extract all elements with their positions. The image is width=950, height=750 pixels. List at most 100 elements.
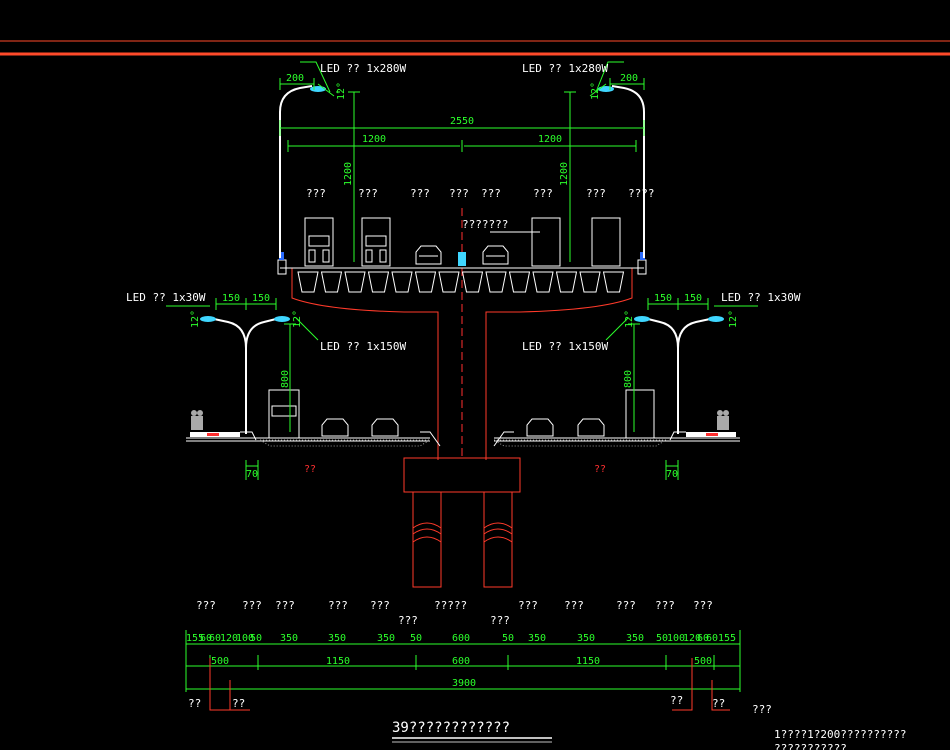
dim-row1-value: 50 xyxy=(250,633,262,644)
dim-row2-value: 600 xyxy=(452,656,470,667)
dim-row2-value: 1150 xyxy=(576,656,600,667)
bottom-label: ??? xyxy=(370,599,390,612)
reflector-left xyxy=(279,252,284,260)
dim-upper-overall: 2550 xyxy=(450,116,474,127)
lane-label: ???? xyxy=(628,187,655,200)
notes-line-1: 1????1?200?????????? xyxy=(774,728,906,741)
ground-vehicles xyxy=(191,389,729,439)
lamp-label-lower-inner-left: LED ?? 1x150W xyxy=(320,340,406,353)
dim-upper-half-right: 1200 xyxy=(538,134,562,145)
girder-cell xyxy=(555,271,578,293)
bottom-label-2-left: ??? xyxy=(398,614,418,627)
lamp-label-lower-outer-right: LED ?? 1x30W xyxy=(721,291,801,304)
pedestrians-left xyxy=(191,410,203,430)
girder-cell xyxy=(320,271,343,293)
car-2 xyxy=(482,245,509,265)
bottom-label: ????? xyxy=(434,599,467,612)
dim-tilt-lower-inner-left: 12° xyxy=(292,310,303,328)
bottom-labels: ??????????????????????????????????? xyxy=(196,599,713,612)
lamp-head-icon xyxy=(708,316,724,322)
dim-arm-upper-left: 200 xyxy=(286,73,304,84)
ground-car-r1 xyxy=(526,418,554,437)
notes-heading: ??? xyxy=(752,703,772,716)
dim-row-2: 500 1150 600 1150 500 xyxy=(211,656,712,667)
deck-callout-label: ??????? xyxy=(462,218,508,231)
girder-cell xyxy=(414,271,437,293)
deck-lane-labels: ????????????????????????? xyxy=(306,187,655,200)
dim-row2-value: 500 xyxy=(211,656,229,667)
dim-row1-value: 60 xyxy=(706,633,718,644)
dim-tilt-lower-inner-right: 12° xyxy=(624,310,635,328)
dim-row2-value: 500 xyxy=(694,656,712,667)
lamp-head-icon xyxy=(310,86,326,92)
bottom-mark-3: ?? xyxy=(670,694,683,707)
dim-tilt-upper-right: 12° xyxy=(590,82,601,100)
dim-offset-right: 70 xyxy=(666,469,678,480)
ground-car-l2 xyxy=(371,418,399,437)
lane-label: ??? xyxy=(358,187,378,200)
dim-tilt-lower-outer-right: 12° xyxy=(728,310,739,328)
dim-row1-value: 350 xyxy=(280,633,298,644)
girder-cell xyxy=(461,271,484,293)
dim-lines-upper xyxy=(279,61,645,262)
dim-arm-lower-d: 150 xyxy=(684,293,702,304)
bottom-label: ??? xyxy=(655,599,675,612)
dim-tilt-upper-left: 12° xyxy=(336,82,347,100)
dim-row1-value: 50 xyxy=(410,633,422,644)
bottom-label: ??? xyxy=(564,599,584,612)
truck-3 xyxy=(531,217,561,267)
dim-row1-value: 120 xyxy=(683,633,701,644)
dim-row1-value: 350 xyxy=(377,633,395,644)
dim-upper-half-left: 1200 xyxy=(362,134,386,145)
lane-label: ??? xyxy=(586,187,606,200)
dim-row1-value: 350 xyxy=(577,633,595,644)
bus-center xyxy=(458,252,466,266)
lane-label: ??? xyxy=(306,187,326,200)
dim-arm-upper-right: 200 xyxy=(620,73,638,84)
barrier-right xyxy=(637,259,647,275)
girder-cell xyxy=(532,271,554,293)
dim-tilt-lower-outer-left: 12° xyxy=(190,310,201,328)
lane-label: ??? xyxy=(449,187,469,200)
dim-arm-lower-c: 150 xyxy=(654,293,672,304)
ground-truck-right xyxy=(625,389,655,439)
lamp-label-upper-right: LED ?? 1x280W xyxy=(522,62,608,75)
ground-right xyxy=(492,431,740,447)
girder-cell xyxy=(391,271,413,293)
truck-4 xyxy=(591,217,621,267)
dim-row1-value: 120 xyxy=(220,633,238,644)
bottom-label: ??? xyxy=(196,599,216,612)
girder-cell xyxy=(485,271,507,293)
dim-row1-value: 50 xyxy=(656,633,668,644)
girder-cell xyxy=(438,271,460,293)
lamp-label-upper-left: LED ?? 1x280W xyxy=(320,62,406,75)
bottom-dimensions xyxy=(185,630,741,711)
truck-2 xyxy=(361,217,391,267)
reflector-right xyxy=(640,252,645,260)
lamp-head-icon xyxy=(200,316,216,322)
dim-arm-lower-b: 150 xyxy=(252,293,270,304)
barrier-left xyxy=(277,259,287,275)
dim-row2-value: 1150 xyxy=(326,656,350,667)
dim-height-lower-left: 800 xyxy=(280,370,291,388)
deck-vehicles xyxy=(304,217,621,267)
upper-pole-left xyxy=(279,85,326,258)
bridge-structure xyxy=(291,208,633,588)
lower-pole-inner-right xyxy=(634,316,679,349)
dim-height-lower-right: 800 xyxy=(623,370,634,388)
dim-row1-value: 350 xyxy=(626,633,644,644)
dim-row1-value: 60 xyxy=(209,633,221,644)
title-underline xyxy=(392,737,552,743)
lane-label: ??? xyxy=(481,187,501,200)
dim-row1-value: 350 xyxy=(528,633,546,644)
bottom-label: ??? xyxy=(518,599,538,612)
girder-cell xyxy=(579,271,601,293)
dim-row1-value: 350 xyxy=(328,633,346,644)
ground-car-l1 xyxy=(321,418,349,437)
car-1 xyxy=(415,245,442,265)
dim-row1-value: 100 xyxy=(236,633,254,644)
notes-line-2: ??????????? xyxy=(774,742,847,750)
dim-row1-value: 155 xyxy=(186,633,204,644)
